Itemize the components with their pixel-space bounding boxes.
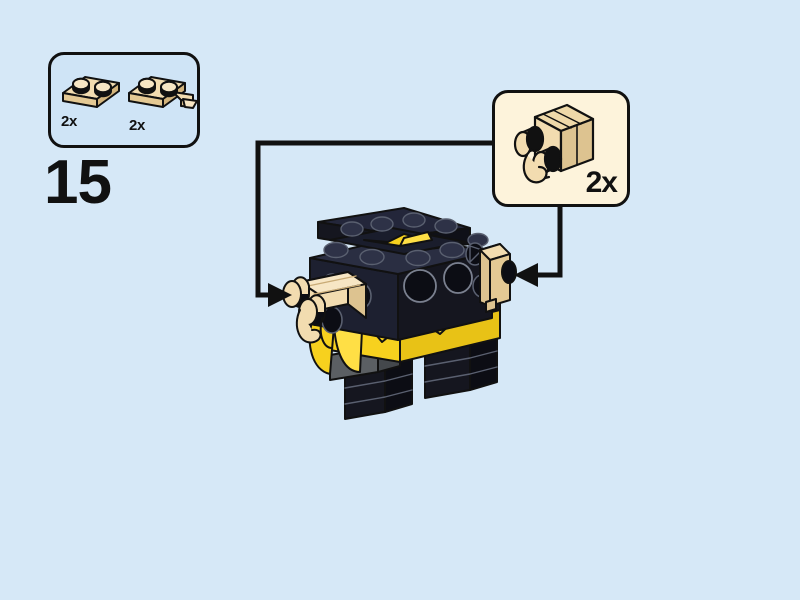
part-entry-plate-1x2-clip xyxy=(123,59,198,121)
leader-line-right xyxy=(514,207,563,287)
lego-plate-1x2-clip-icon xyxy=(128,76,198,109)
parts-inventory-box: 2x xyxy=(48,52,200,148)
leader-arrowhead-left xyxy=(268,283,292,307)
leader-line-left xyxy=(255,140,492,307)
sub-assembly-quantity-label: 2x xyxy=(585,166,618,199)
part-entry-plate-1x2 xyxy=(55,63,127,115)
step-number: 15 xyxy=(44,148,112,217)
lego-plate-1x2-icon xyxy=(62,76,120,108)
lego-clip-plate-assembly-icon xyxy=(513,103,595,184)
leader-arrowhead-right xyxy=(514,263,538,287)
part-quantity-label: 2x xyxy=(61,113,78,130)
sub-assembly-callout-box: 2x xyxy=(492,90,630,207)
part-quantity-label: 2x xyxy=(129,117,146,134)
